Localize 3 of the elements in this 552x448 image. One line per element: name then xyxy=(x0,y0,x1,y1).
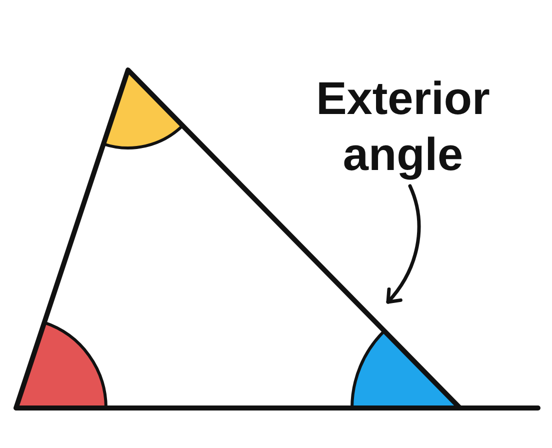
curved-arrow xyxy=(386,184,421,304)
callout-label: Exterior angle xyxy=(283,70,523,182)
triangle-drawing xyxy=(14,68,540,410)
